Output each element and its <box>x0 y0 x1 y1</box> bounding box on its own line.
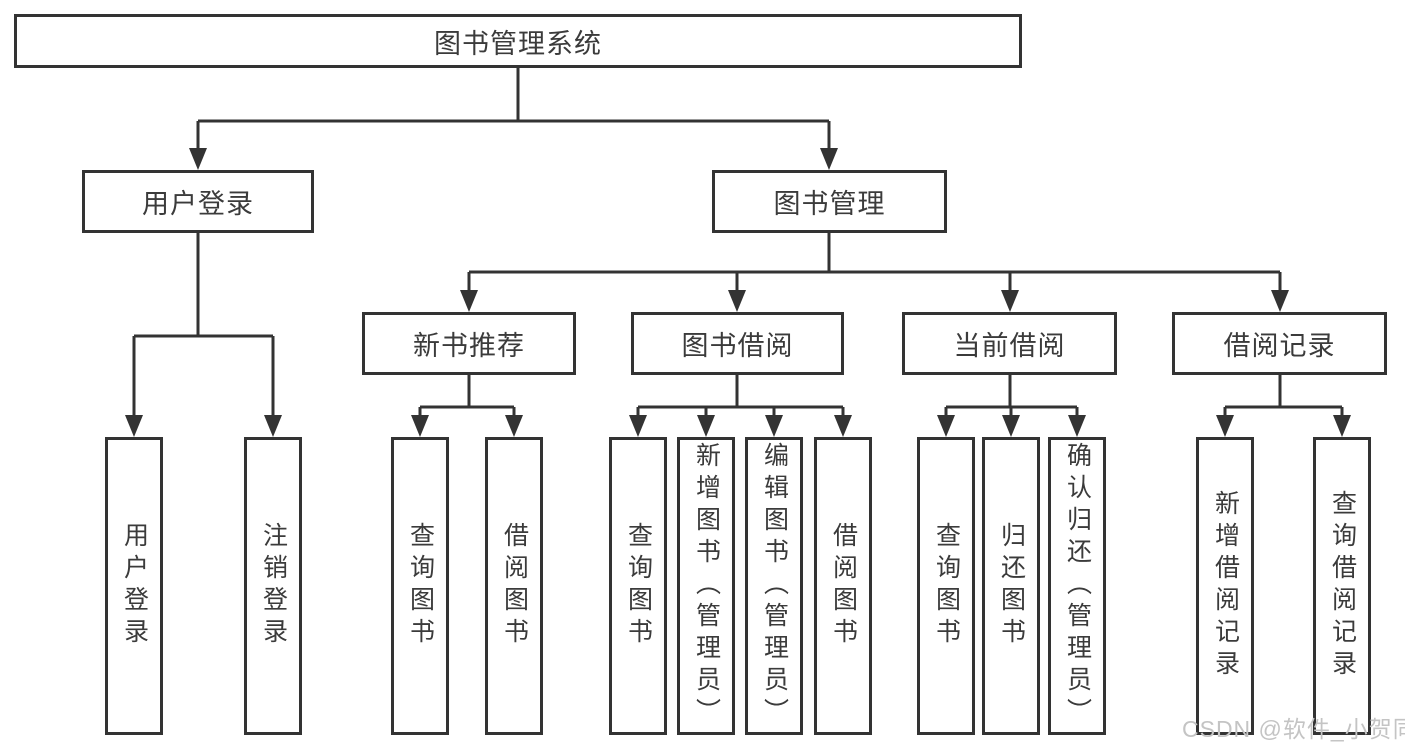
leaf-add-book-admin: 新增图书（管理员） <box>677 437 735 735</box>
leaf-query-borrow-record-label: 查询借阅记录 <box>1328 490 1357 682</box>
arrow-down-icons <box>125 148 1351 437</box>
node-library-management-system: 图书管理系统 <box>14 14 1022 68</box>
leaf-user-login-label: 用户登录 <box>120 522 149 650</box>
leaf-add-book-admin-label: 新增图书（管理员） <box>692 442 721 730</box>
leaf-query-books-borrowing: 查询图书 <box>609 437 667 735</box>
csdn-watermark: CSDN @软件_小贺同学 <box>1182 716 1405 742</box>
leaf-confirm-return-admin-label: 确认归还（管理员） <box>1063 442 1092 730</box>
leaf-edit-book-admin-label: 编辑图书（管理员） <box>760 442 789 730</box>
leaf-borrow-books-recommend: 借阅图书 <box>485 437 543 735</box>
node-book-borrowing: 图书借阅 <box>631 312 844 375</box>
leaf-add-borrow-record-label: 新增借阅记录 <box>1211 490 1240 682</box>
leaf-query-books-borrowing-label: 查询图书 <box>624 522 653 650</box>
leaf-return-book-label: 归还图书 <box>997 522 1026 650</box>
leaf-borrow-books-borrowing-label: 借阅图书 <box>829 522 858 650</box>
node-new-book-recommend: 新书推荐 <box>362 312 576 375</box>
leaf-edit-book-admin: 编辑图书（管理员） <box>745 437 803 735</box>
leaf-query-books-current-label: 查询图书 <box>932 522 961 650</box>
leaf-user-login: 用户登录 <box>105 437 163 735</box>
node-borrowing-records: 借阅记录 <box>1172 312 1387 375</box>
leaf-add-borrow-record: 新增借阅记录 <box>1196 437 1254 735</box>
leaf-query-borrow-record: 查询借阅记录 <box>1313 437 1371 735</box>
leaf-query-books-current: 查询图书 <box>917 437 975 735</box>
leaf-return-book: 归还图书 <box>982 437 1040 735</box>
leaf-logout: 注销登录 <box>244 437 302 735</box>
leaf-borrow-books-recommend-label: 借阅图书 <box>500 522 529 650</box>
leaf-query-books-recommend: 查询图书 <box>391 437 449 735</box>
tree-edges <box>132 68 1344 416</box>
leaf-borrow-books-borrowing: 借阅图书 <box>814 437 872 735</box>
leaf-query-books-recommend-label: 查询图书 <box>406 522 435 650</box>
node-user-login: 用户登录 <box>82 170 314 233</box>
leaf-confirm-return-admin: 确认归还（管理员） <box>1048 437 1106 735</box>
leaf-logout-label: 注销登录 <box>259 522 288 650</box>
node-book-management: 图书管理 <box>712 170 947 233</box>
node-current-borrowing: 当前借阅 <box>902 312 1117 375</box>
